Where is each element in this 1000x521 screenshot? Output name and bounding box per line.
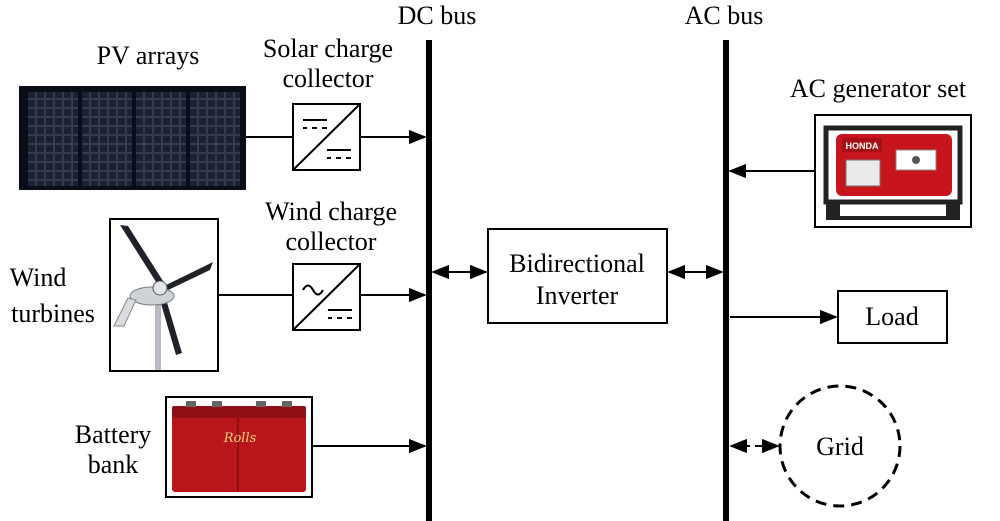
pv-array-image bbox=[19, 86, 246, 190]
wind-turbines-label-1: Wind bbox=[10, 263, 67, 292]
dc-bus-label: DC bus bbox=[398, 1, 477, 30]
battery-brand-logo: Rolls bbox=[223, 431, 257, 446]
battery-image: Rolls bbox=[165, 396, 313, 498]
grid-label: Grid bbox=[816, 432, 864, 461]
battery-bank-label-1: Battery bbox=[75, 420, 152, 449]
inverter-label-2: Inverter bbox=[536, 281, 619, 310]
ac-dc-converter-icon bbox=[292, 263, 361, 331]
battery-bank-label-2: bank bbox=[88, 450, 139, 479]
dc-dc-converter-icon bbox=[292, 103, 361, 171]
wind-turbine-image bbox=[109, 218, 219, 372]
ac-bus-label: AC bus bbox=[685, 1, 764, 30]
generator-brand-logo: HONDA bbox=[846, 141, 879, 151]
generator-label: AC generator set bbox=[790, 74, 967, 103]
pv-arrays-label: PV arrays bbox=[97, 41, 200, 70]
solar-controller-label-2: collector bbox=[283, 64, 374, 93]
solar-controller-label-1: Solar charge bbox=[263, 34, 393, 63]
bidirectional-inverter-box bbox=[487, 228, 668, 324]
generator-image: HONDA bbox=[814, 114, 972, 228]
load-box bbox=[837, 290, 948, 344]
wind-controller-label-2: collector bbox=[286, 227, 377, 256]
load-label: Load bbox=[865, 302, 918, 331]
grid-circle bbox=[778, 384, 902, 508]
inverter-label-1: Bidirectional bbox=[509, 249, 645, 278]
wind-controller-label-1: Wind charge bbox=[265, 197, 397, 226]
wind-turbines-label-2: turbines bbox=[11, 299, 95, 328]
